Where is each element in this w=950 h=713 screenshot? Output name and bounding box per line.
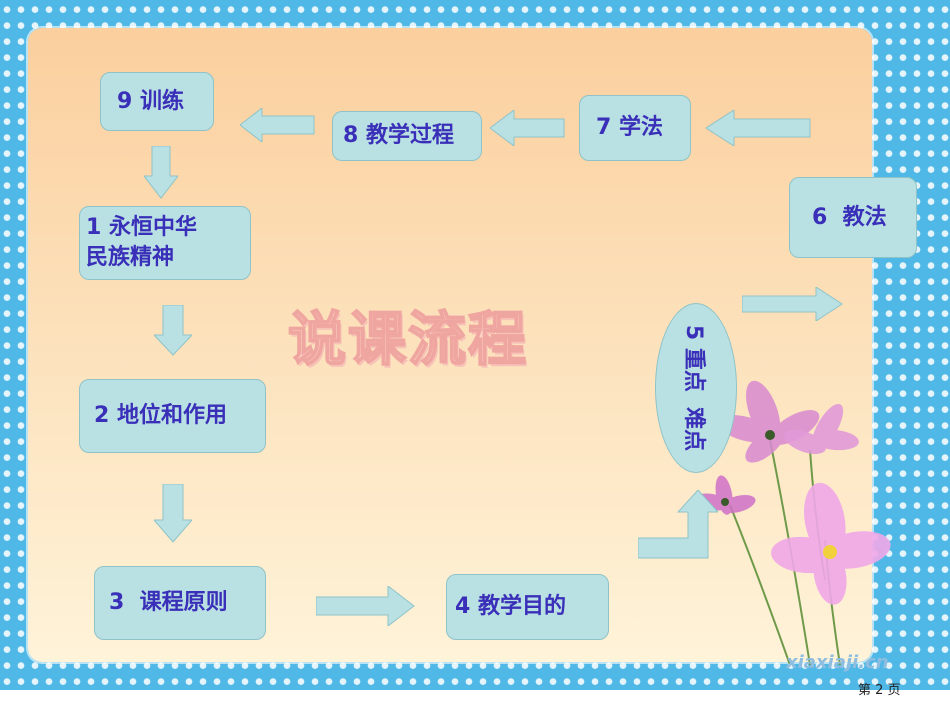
step-3-box: 3 课程原则 — [94, 566, 266, 640]
step-3-label: 3 课程原则 — [109, 590, 228, 615]
step-5-label: 5 重点 难点 — [681, 324, 706, 452]
page-number: 第 2 页 — [858, 683, 901, 698]
step-9-label: 9 训练 — [117, 88, 184, 114]
step-9-box: 9 训练 — [100, 72, 214, 131]
step-1-box: 1 永恒中华 民族精神 — [79, 206, 251, 280]
arrow-1-to-2 — [154, 305, 192, 356]
arrow-6-to-7 — [706, 110, 811, 146]
step-7-label: 7 学法 — [596, 115, 663, 140]
step-8-label: 8 教学过程 — [343, 123, 454, 148]
arrow-9-to-1 — [144, 146, 178, 199]
site-watermark: xiaxiaji.cn — [786, 652, 889, 673]
arrow-5-to-6 — [742, 287, 843, 321]
step-4-label: 4 教学目的 — [455, 594, 566, 619]
arrow-4-to-5 — [638, 490, 718, 559]
step-2-label: 2 地位和作用 — [94, 403, 227, 428]
step-1-label: 1 永恒中华 民族精神 — [86, 215, 197, 270]
step-2-box: 2 地位和作用 — [79, 379, 266, 453]
step-8-box: 8 教学过程 — [332, 111, 482, 161]
step-4-box: 4 教学目的 — [446, 574, 609, 640]
flower-decoration — [694, 380, 891, 666]
step-7-box: 7 学法 — [579, 95, 691, 161]
arrow-8-to-9 — [240, 108, 315, 142]
step-6-label: 6 教法 — [812, 204, 887, 230]
step-6-box: 6 教法 — [789, 177, 917, 258]
arrow-2-to-3 — [154, 484, 192, 543]
step-5-oval: 5 重点 难点 — [655, 303, 737, 473]
arrow-7-to-8 — [490, 110, 565, 146]
diagram-title: 说课流程 — [287, 304, 529, 374]
arrow-3-to-4 — [316, 586, 415, 626]
